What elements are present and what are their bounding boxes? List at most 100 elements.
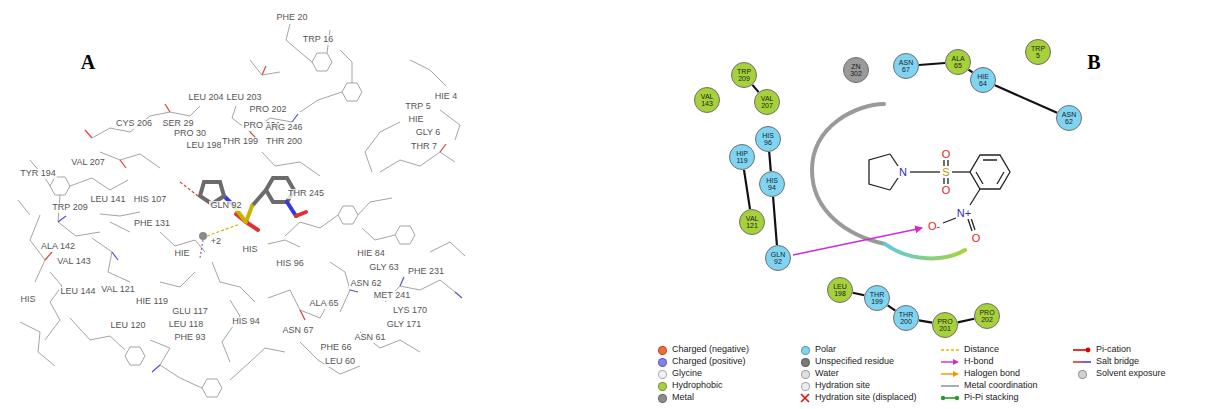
atom-label: O (941, 148, 952, 160)
residue-name: LEU 198 (833, 283, 847, 298)
residue-circle: ALA 65 (945, 49, 971, 75)
residue-label: MET 241 (373, 291, 411, 301)
backbone-link (769, 152, 771, 171)
residue-name: VAL 143 (701, 93, 713, 108)
residue-label: VAL 143 (56, 257, 92, 267)
residue-name: THR 199 (870, 291, 884, 306)
residue-name: HIS 96 (762, 132, 774, 147)
backbone-link (752, 85, 758, 92)
panel-letter: A (80, 51, 96, 73)
residue-label: +2 (210, 237, 222, 247)
legend-label: Polar (815, 345, 836, 355)
residue-circle: ZN 302 (843, 57, 869, 83)
residue-label: HIE 84 (356, 249, 386, 259)
residue-circle: HIE 64 (970, 67, 996, 93)
backbone-link (995, 85, 1057, 112)
residue-name: VAL 207 (761, 95, 773, 110)
backbone-link (773, 197, 777, 245)
legend-label: Salt bridge (1096, 357, 1139, 367)
residue-circle: HIS 96 (755, 126, 781, 152)
residue-name: TRP 209 (737, 68, 751, 83)
backbone-link (744, 170, 750, 209)
residue-label: LEU 204 (187, 93, 224, 103)
residue-label: LYS 170 (392, 306, 428, 316)
residue-label: TRP 209 (51, 203, 88, 213)
legend-label: Hydrophobic (672, 381, 723, 391)
contact-line (180, 182, 198, 196)
residue-name: HIP 119 (736, 150, 748, 165)
ligand-sticks (200, 178, 306, 230)
backbone-link (853, 293, 865, 296)
residue-circle: ASN 67 (893, 53, 919, 79)
legend-label: Charged (negative) (672, 345, 749, 355)
residue-label: GLY 63 (368, 263, 400, 273)
atom-tips (45, 66, 462, 372)
legend-swatch (658, 394, 667, 403)
atom-label: O (941, 184, 952, 196)
legend-swatch (658, 370, 667, 379)
residue-circle: HIS 94 (759, 171, 785, 197)
residue-label: THR 245 (287, 189, 325, 199)
legend-label: Unspecified residue (815, 357, 894, 367)
backbone-link (888, 305, 896, 310)
residue-name: TRP 5 (1031, 45, 1045, 60)
residue-label: LEU 198 (185, 141, 222, 151)
residue-label: PRO 30 (173, 129, 207, 139)
legend-label: Halogen bond (964, 369, 1020, 379)
residue-label: ASN 61 (353, 333, 386, 343)
residue-label: PRO 202 (248, 105, 287, 115)
residue-label: LEU 120 (109, 321, 146, 331)
residue-label: HIS (19, 295, 36, 305)
residue-name: ASN 62 (1062, 111, 1076, 126)
residue-name: ALA 65 (952, 55, 965, 70)
atom-label: N (898, 166, 908, 178)
legend-sample (940, 381, 960, 391)
legend-label: Metal (672, 393, 694, 403)
residue-label: ALA 65 (308, 299, 339, 309)
residue-label: HIS 96 (275, 259, 305, 269)
residue-label: HIS 107 (133, 195, 168, 205)
residue-circle: VAL 143 (694, 87, 720, 113)
residue-label: ARG 246 (264, 123, 303, 133)
residue-name: PRO 202 (979, 309, 994, 324)
residue-circle: PRO 202 (974, 303, 1000, 329)
contact-line (207, 224, 240, 236)
residue-label: HIE (407, 115, 424, 125)
atom-label: N+ (956, 207, 972, 219)
residue-label: GLY 171 (386, 320, 423, 330)
legend-swatch (801, 370, 810, 379)
residue-label: PHE 131 (133, 219, 171, 229)
legend-label: Hydration site (815, 381, 870, 391)
residue-name: ASN 67 (899, 59, 913, 74)
legend-label: Pi-cation (1096, 345, 1131, 355)
residue-label: PHE 66 (319, 343, 352, 353)
legend-swatch (801, 358, 810, 367)
residue-circle: ASN 62 (1056, 105, 1082, 131)
residue-label: LEU 118 (168, 320, 204, 330)
residue-label: TRP 5 (404, 102, 431, 112)
residue-label: THR 199 (221, 137, 259, 147)
residue-label: GLU 117 (171, 307, 208, 317)
backbone-link (919, 63, 945, 65)
residue-label: VAL 121 (100, 285, 136, 295)
legend-label: Charged (positive) (672, 357, 746, 367)
residue-label: PHE 231 (407, 267, 445, 277)
residue-label: GLY 6 (415, 128, 442, 138)
zinc-ion (199, 232, 207, 240)
residue-circle: VAL 121 (739, 209, 765, 235)
pocket-outline (812, 104, 885, 244)
residue-circle: GLN 92 (765, 245, 791, 271)
legend-label: Solvent exposure (1096, 369, 1166, 379)
protein-wireframe (18, 24, 465, 397)
h-bond-arrow (793, 228, 922, 255)
legend-label: Pi-Pi stacking (964, 393, 1019, 403)
legend-sample (1072, 345, 1092, 355)
panel-letter: B (1086, 51, 1101, 73)
residue-label: THR 7 (410, 142, 438, 152)
backbone-link (919, 320, 932, 322)
atom-label: S (941, 166, 950, 178)
legend-sample (795, 393, 815, 403)
legend-label: Water (815, 369, 839, 379)
atom-label: O (971, 232, 982, 244)
legend-label: Distance (964, 345, 999, 355)
